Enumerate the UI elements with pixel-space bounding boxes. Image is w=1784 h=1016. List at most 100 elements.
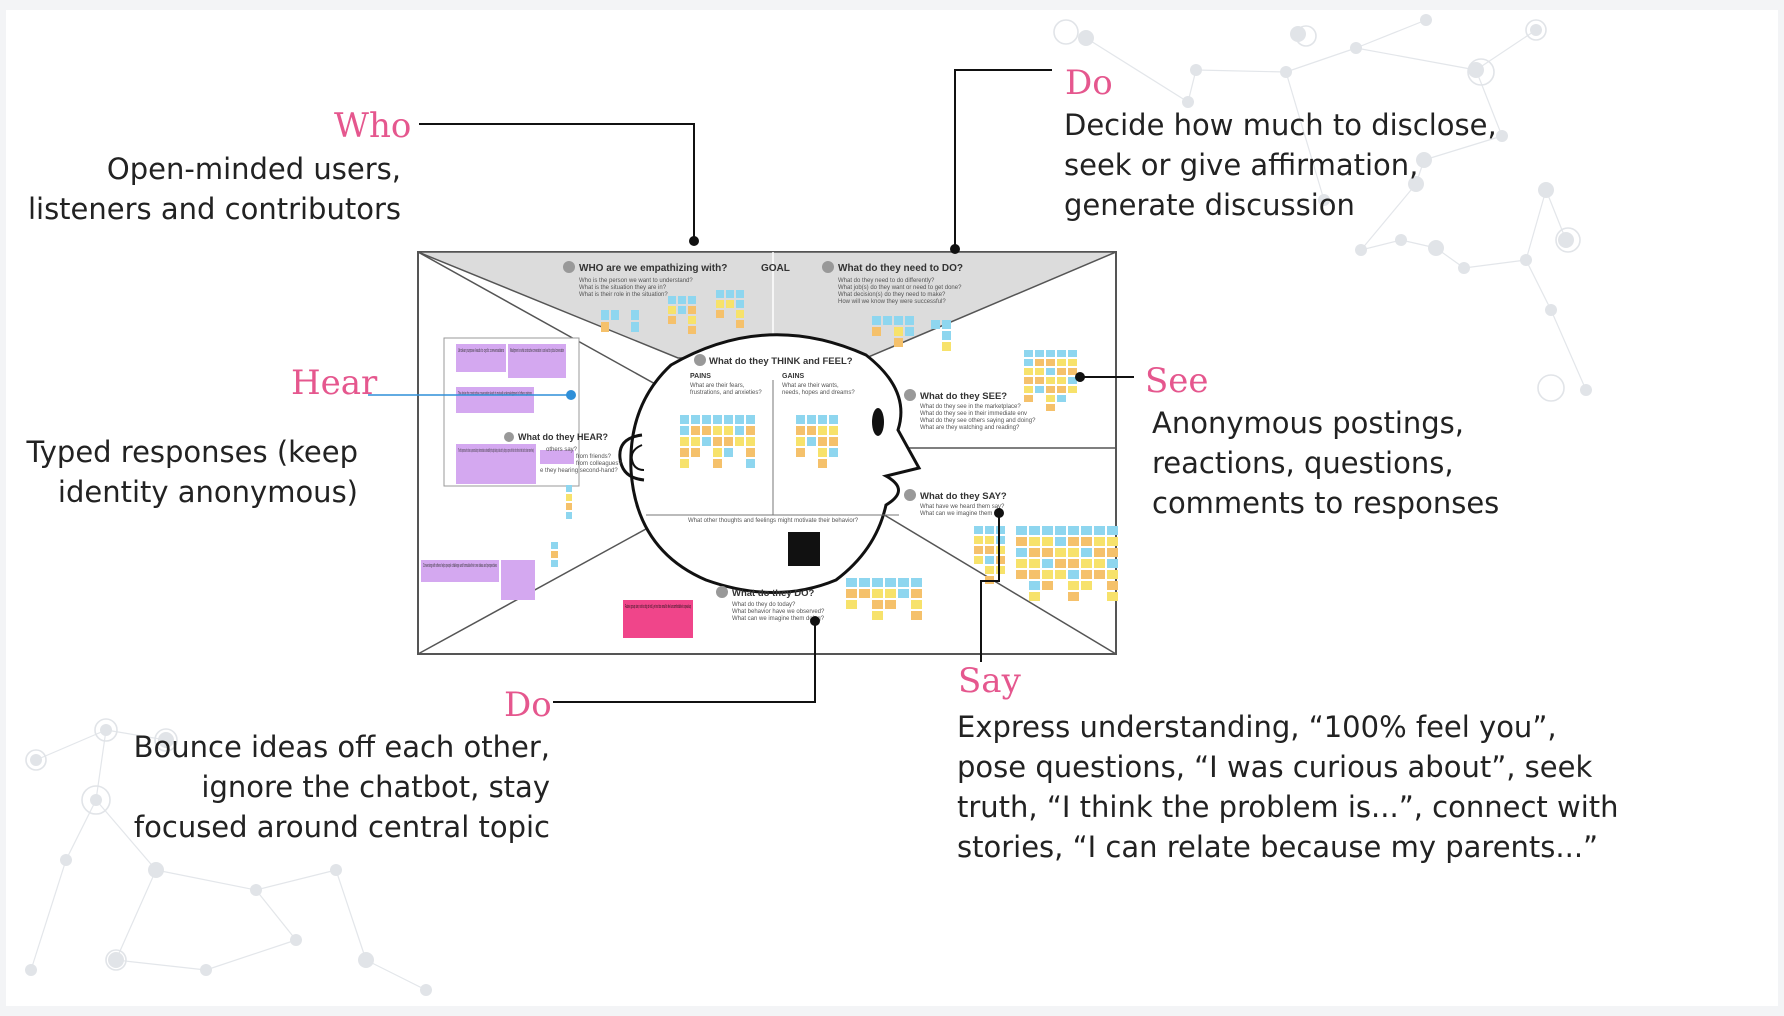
pains-prompt-1: What are their fears,: [690, 383, 745, 389]
sticky-note: [1042, 559, 1053, 568]
network-node: [148, 862, 164, 878]
sticky-note: [566, 503, 572, 510]
do-top-leader: [954, 69, 1052, 249]
sticky-note: [1057, 386, 1066, 393]
sticky-note: [1046, 350, 1055, 357]
sticky-note: [680, 415, 689, 424]
sticky-note: [985, 556, 994, 564]
sticky-note: [1081, 548, 1092, 557]
sticky-note: [872, 316, 881, 325]
sticky-note: [894, 338, 903, 347]
do-bottom-caption: Do: [504, 685, 552, 725]
sticky-note: [1016, 548, 1027, 557]
head-outline: [629, 333, 922, 594]
sticky-note: [688, 296, 696, 304]
sticky-note: [885, 578, 896, 587]
network-link: [365, 959, 427, 991]
think-other-prompt: What other thoughts and feelings might m…: [688, 518, 859, 524]
see-line-1: Anonymous postings,: [1152, 406, 1465, 440]
network-node: [158, 732, 174, 748]
sticky-note: [985, 526, 994, 534]
sticky-note: [678, 296, 686, 304]
do-top-line-3: generate discussion: [1064, 188, 1355, 222]
sticky-note: [1094, 537, 1105, 546]
gains-title: GAINS: [782, 373, 805, 380]
pink-note: [623, 600, 693, 638]
sticky-note: [1016, 570, 1027, 579]
who-line-2: listeners and contributors: [27, 192, 401, 226]
sticky-note: [818, 448, 827, 457]
do-need-section-title: What do they need to DO?: [838, 263, 963, 274]
sticky-note: [872, 589, 883, 598]
do-note-1: Conversing with others helps people chal…: [423, 563, 497, 569]
network-link: [335, 869, 367, 961]
sticky-note: [1035, 386, 1044, 393]
network-link: [115, 959, 207, 971]
sticky-note: [702, 437, 711, 446]
do-top-line-2: seek or give affirmation,: [1064, 148, 1419, 182]
do-bottom-leader: [553, 621, 816, 703]
sticky-note: [1107, 526, 1118, 535]
sticky-note: [736, 320, 744, 328]
sticky-note: [931, 320, 940, 329]
hear-line-2: identity anonymous): [57, 475, 358, 509]
network-node: [1420, 14, 1432, 26]
sticky-note: [631, 322, 639, 332]
network-node: [1545, 304, 1557, 316]
sticky-note: [566, 494, 572, 501]
sticky-note: [846, 600, 857, 609]
sticky-note: [1016, 537, 1027, 546]
network-node: [1580, 384, 1592, 396]
sticky-note: [601, 322, 609, 332]
network-node: [1538, 182, 1554, 198]
sticky-note: [942, 342, 951, 351]
sticky-note: [829, 437, 838, 446]
network-node: [90, 794, 102, 806]
sticky-note: [796, 437, 805, 446]
see-caption: See: [1145, 361, 1209, 401]
sticky-note: [974, 556, 983, 564]
see-line-2: reactions, questions,: [1152, 446, 1454, 480]
network-ring: [81, 785, 111, 815]
sticky-note: [974, 526, 983, 534]
sticky-note: [1057, 359, 1066, 366]
sticky-note: [905, 327, 914, 336]
sticky-note: [1057, 395, 1066, 402]
sticky-note: [1055, 526, 1066, 535]
sticky-note: [691, 415, 700, 424]
sticky-note: [611, 310, 619, 320]
sticky-note: [702, 415, 711, 424]
sticky-note: [1107, 559, 1118, 568]
do-top-line-1: Decide how much to disclose,: [1064, 108, 1497, 142]
sticky-note: [735, 437, 744, 446]
network-node: [1078, 30, 1094, 46]
sticky-note: [746, 448, 755, 457]
sticky-note: [726, 300, 734, 308]
do-top-description: Decide how much to disclose, seek or giv…: [1064, 105, 1497, 225]
sticky-note: [1042, 526, 1053, 535]
do-prompt-2: What behavior have we observed?: [732, 609, 825, 615]
do-prompt-1: What do they do today?: [732, 602, 796, 608]
do-top-caption: Do: [1065, 63, 1113, 103]
sticky-note: [1081, 537, 1092, 546]
sticky-note: [1094, 559, 1105, 568]
sticky-note: [829, 415, 838, 424]
sticky-note: [1107, 581, 1118, 590]
sticky-note: [985, 566, 994, 574]
sticky-note: [1029, 548, 1040, 557]
network-node: [1530, 24, 1542, 36]
sticky-note: [1029, 526, 1040, 535]
sticky-note: [716, 310, 724, 318]
do-need-prompt-2: What job(s) do they want or need to get …: [838, 285, 962, 291]
network-ring: [1053, 19, 1079, 45]
black-note: [788, 532, 820, 566]
network-link: [1463, 259, 1527, 269]
network-link: [1360, 183, 1417, 251]
network-ring: [105, 949, 127, 971]
network-link: [1285, 71, 1325, 201]
sticky-note: [736, 290, 744, 298]
sticky-note: [746, 415, 755, 424]
network-ring: [94, 718, 118, 742]
sticky-note: [911, 578, 922, 587]
slide: WHO are we empathizing with? Who is the …: [6, 10, 1778, 1006]
